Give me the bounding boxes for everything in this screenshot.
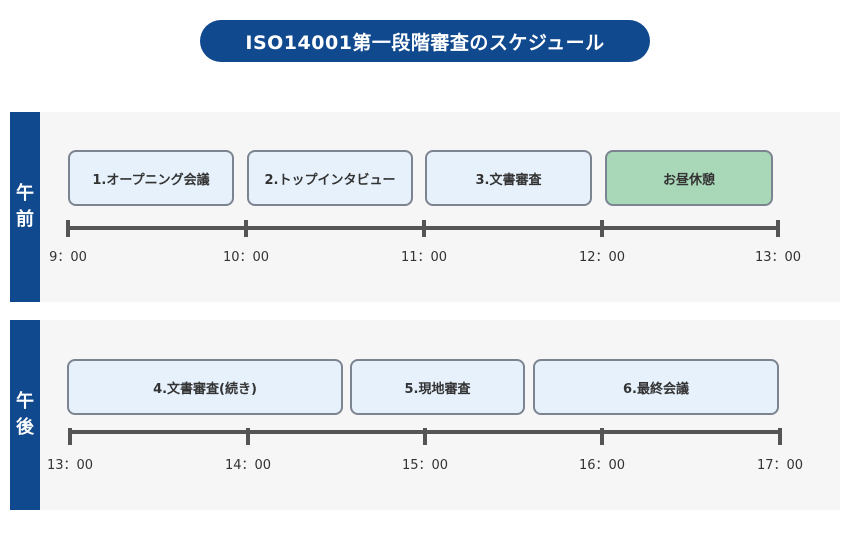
afternoon-tick-2 (423, 428, 427, 445)
morning-tick-label-2: 11：00 (400, 250, 448, 265)
morning-tick-4 (776, 220, 780, 237)
block-site-audit: 5.現地審査 (350, 359, 525, 415)
block-final-meeting: 6.最終会議 (533, 359, 779, 415)
morning-label-char-2: 前 (16, 209, 34, 230)
block-document-review: 3.文書審査 (425, 150, 592, 206)
afternoon-tick-label-4: 17：00 (756, 458, 804, 473)
afternoon-label-char-2: 後 (16, 417, 34, 438)
afternoon-tick-label-1: 14：00 (224, 458, 272, 473)
morning-label-char-1: 午 (16, 183, 34, 204)
afternoon-label-char-1: 午 (16, 391, 34, 412)
morning-tick-label-0: 9：00 (49, 250, 87, 265)
block-opening-meeting: 1.オープニング会議 (68, 150, 234, 206)
afternoon-panel: 午 後 4.文書審査(続き) 5.現地審査 6.最終会議 13：00 14：00… (10, 320, 840, 510)
block-lunch-break: お昼休憩 (605, 150, 773, 206)
morning-tick-label-4: 13：00 (754, 250, 802, 265)
morning-tick-label-1: 10：00 (222, 250, 270, 265)
morning-tick-1 (244, 220, 248, 237)
morning-tick-label-3: 12：00 (578, 250, 626, 265)
morning-label: 午 前 (10, 112, 40, 302)
morning-tick-0 (66, 220, 70, 237)
afternoon-tick-1 (246, 428, 250, 445)
morning-tick-2 (422, 220, 426, 237)
afternoon-tick-4 (778, 428, 782, 445)
page-title: ISO14001第一段階審査のスケジュール (200, 20, 650, 62)
morning-tick-3 (600, 220, 604, 237)
afternoon-tick-3 (600, 428, 604, 445)
afternoon-tick-label-0: 13：00 (46, 458, 94, 473)
afternoon-tick-label-2: 15：00 (401, 458, 449, 473)
afternoon-tick-0 (68, 428, 72, 445)
block-document-review-continued: 4.文書審査(続き) (67, 359, 343, 415)
block-top-interview: 2.トップインタビュー (247, 150, 413, 206)
afternoon-tick-label-3: 16：00 (578, 458, 626, 473)
morning-panel: 午 前 1.オープニング会議 2.トップインタビュー 3.文書審査 お昼休憩 9… (10, 112, 840, 302)
afternoon-label: 午 後 (10, 320, 40, 510)
